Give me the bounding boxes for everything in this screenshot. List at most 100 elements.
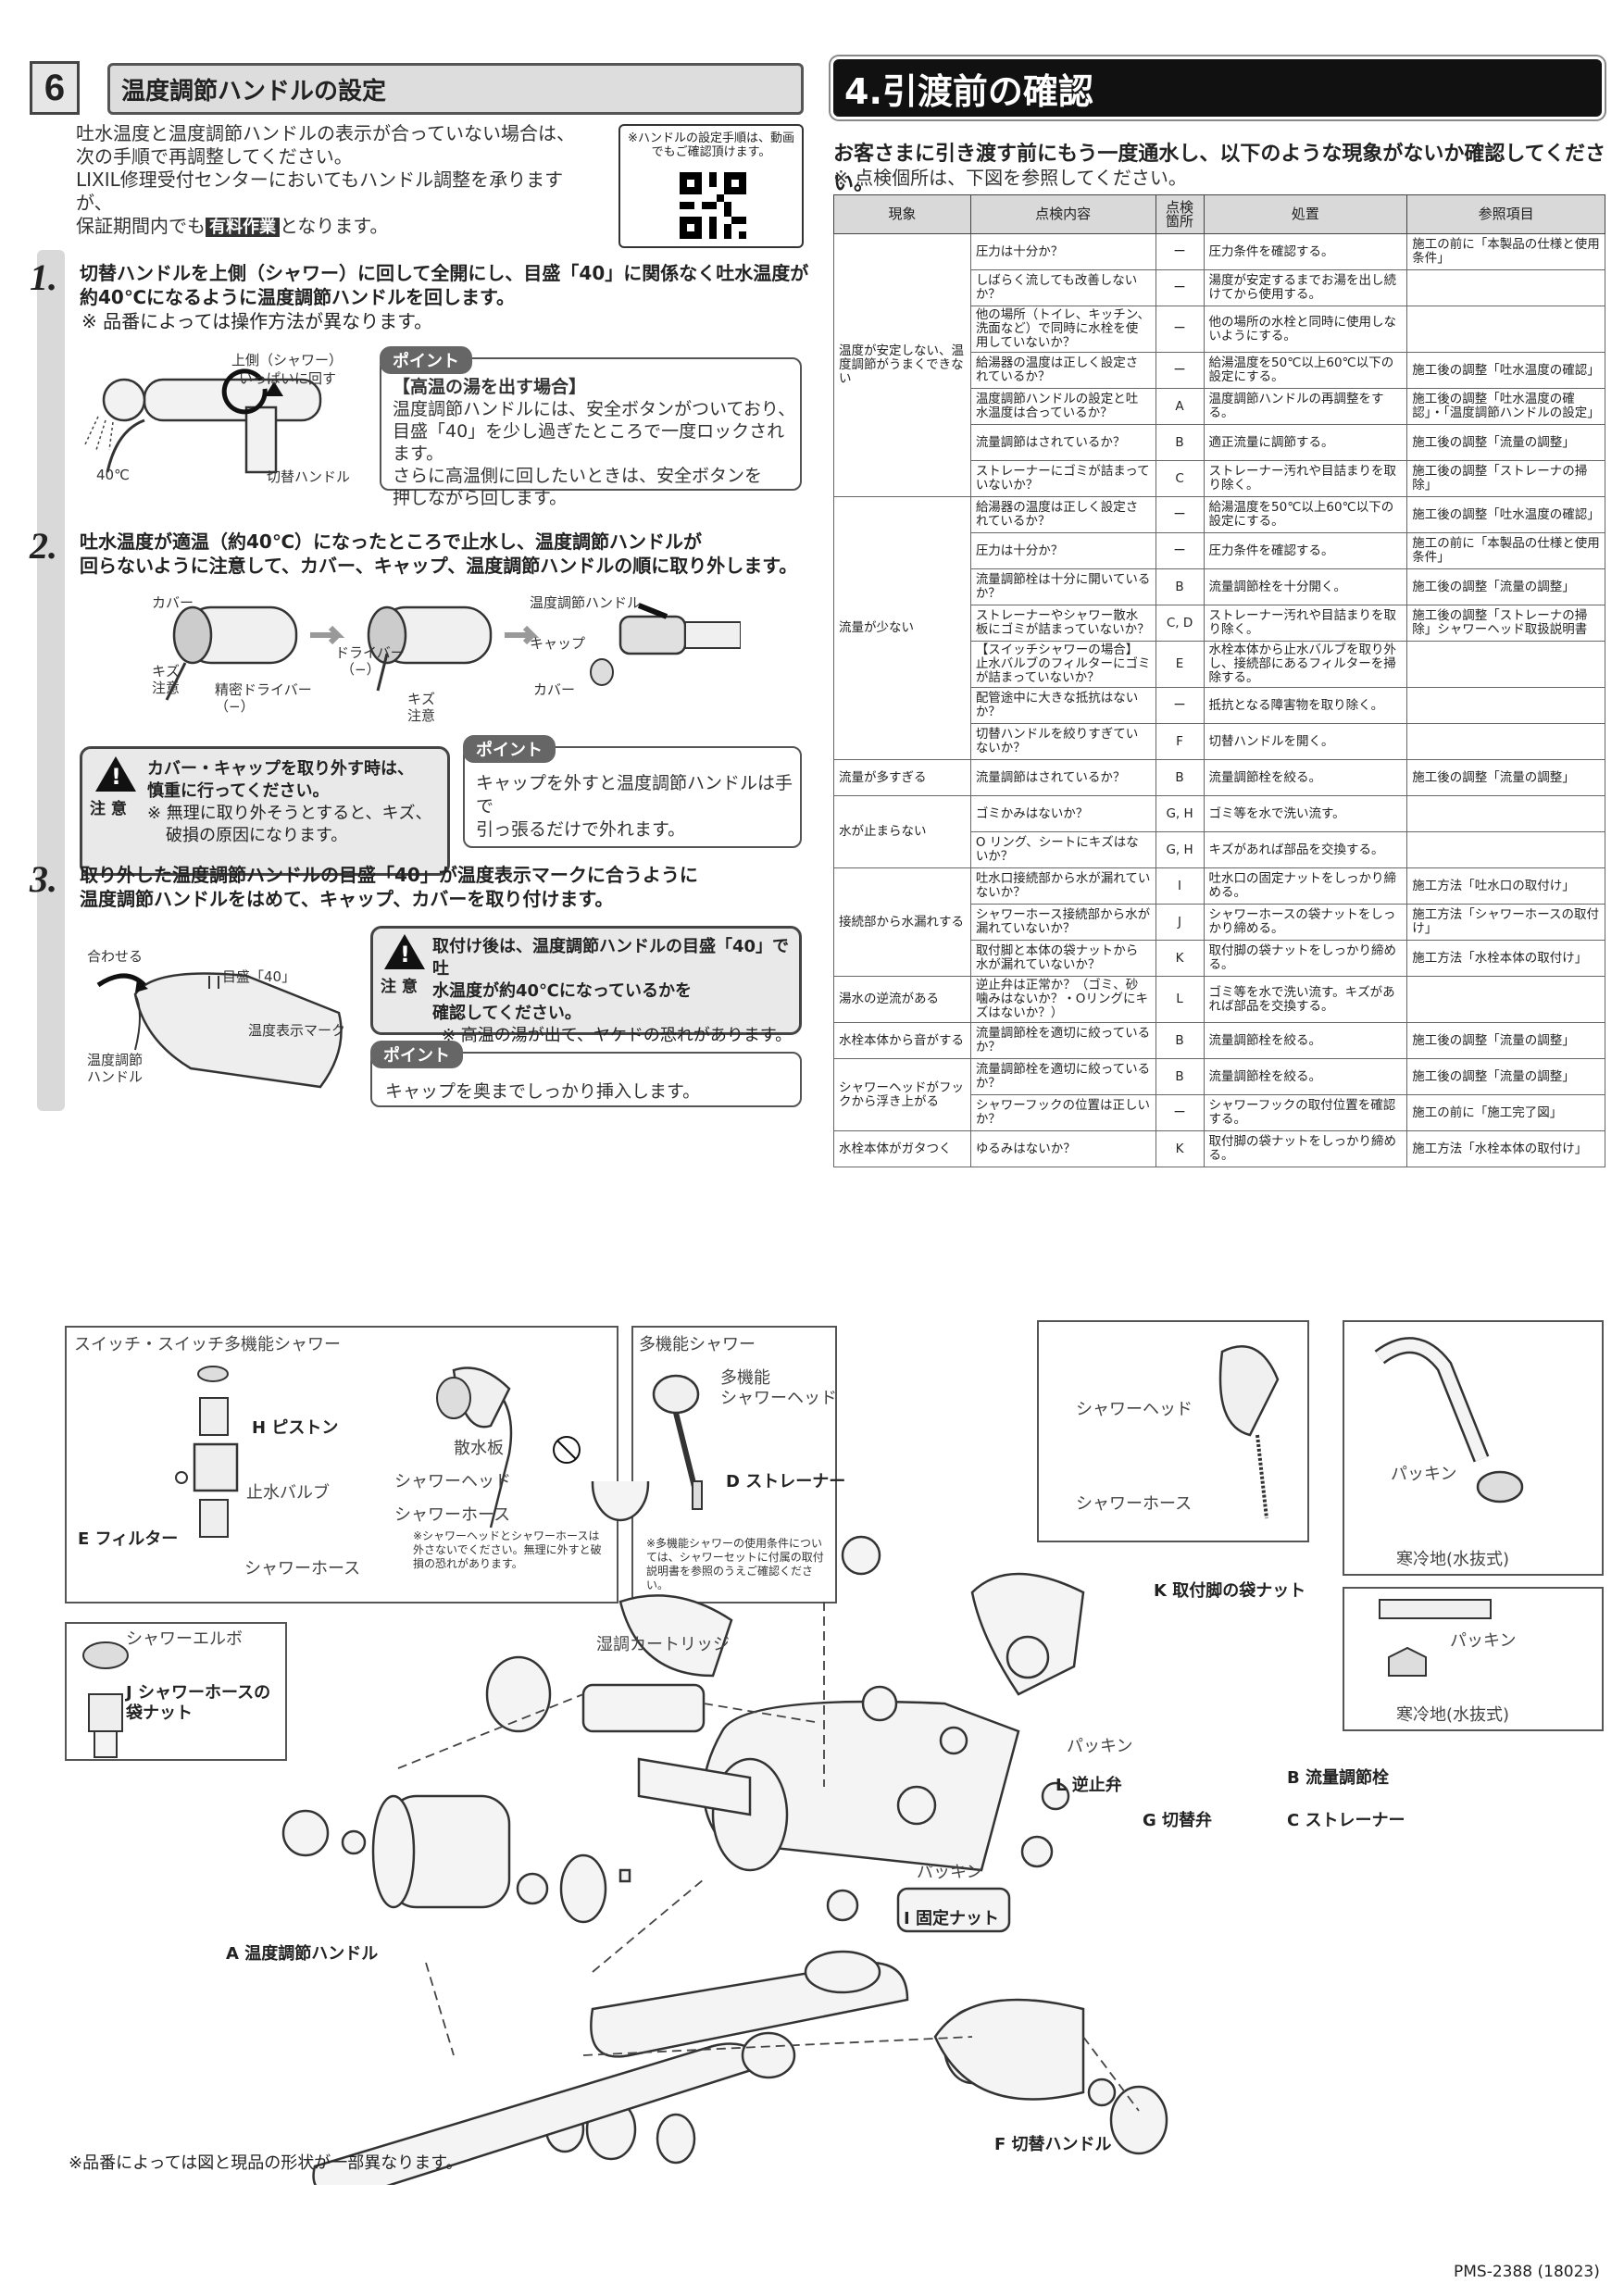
check-cell: しばらく流しても改善しないか？ bbox=[969, 269, 1156, 306]
cold-region-box-1 bbox=[1343, 1320, 1604, 1576]
exploded-faucet-drawing bbox=[281, 1481, 1168, 2185]
section-6-number: 6 bbox=[30, 61, 80, 115]
part-cell: B bbox=[1155, 759, 1205, 796]
check-cell: 逆止弁は正常か？（ゴミ、砂噛みはないか？・Oリングにキズはないか？） bbox=[969, 976, 1156, 1023]
check-cell: ストレーナーやシャワー散水板にゴミが詰まっていないか？ bbox=[969, 605, 1156, 642]
part-cell: ー bbox=[1155, 269, 1205, 306]
part-cell: ー bbox=[1155, 687, 1205, 724]
col-header: 参照項目 bbox=[1406, 194, 1605, 234]
fig3-align-label: 合わせる bbox=[87, 948, 144, 965]
faucet-figure-3 bbox=[96, 972, 343, 1089]
h-piston-label: H ピストン bbox=[252, 1418, 339, 1438]
action-cell: 流量調節栓を絞る。 bbox=[1203, 1022, 1408, 1059]
multi-shower-title: 多機能シャワー bbox=[639, 1335, 756, 1354]
part-cell: E bbox=[1155, 641, 1205, 688]
caution-box-2: 注 意 取付け後は、温度調節ハンドルの目盛「40」で吐 水温度が約40℃になって… bbox=[370, 926, 802, 1045]
warning-icon bbox=[95, 756, 136, 792]
document-number: PMS-2388 (18023) bbox=[1454, 2263, 1600, 2281]
stop-valve-label: 止水バルブ bbox=[246, 1483, 330, 1503]
multi-head-label-2: シャワーヘッド bbox=[720, 1389, 837, 1408]
check-cell: 【スイッチシャワーの場合】止水バルブのフィルターにゴミが詰まっていないか？ bbox=[969, 641, 1156, 688]
table-row: 圧力は十分か？ー圧力条件を確認する。施工の前に「本製品の仕様と使用条件」 bbox=[834, 532, 1605, 569]
section-6-title: 温度調節ハンドルの設定 bbox=[107, 63, 804, 115]
action-cell: 切替ハンドルを開く。 bbox=[1203, 723, 1408, 760]
paid-work-tag: 有料作業 bbox=[206, 218, 280, 237]
point-box-3: ポイント キャップを奥までしっかり挿入します。 bbox=[370, 1041, 802, 1107]
intro-line: 吐水温度と温度調節ハンドルの表示が合っていない場合は、 bbox=[76, 122, 575, 144]
fig2-driver2-label: ドライバー bbox=[335, 644, 405, 661]
fig2-handle-label: 温度調節ハンドル bbox=[530, 594, 642, 611]
check-cell: 取付脚と本体の袋ナットから水が漏れていないか？ bbox=[969, 940, 1156, 977]
phenomenon-cell: 湯水の逆流がある bbox=[833, 976, 971, 1023]
table-row: 流量が少ない給湯器の温度は正しく設定されているか？ー給湯温度を50℃以上60℃以… bbox=[833, 496, 1605, 760]
elbow-label: シャワーエルボ bbox=[126, 1629, 243, 1649]
ref-cell bbox=[1406, 831, 1605, 868]
check-cell: 流量調節はされているか？ bbox=[969, 759, 1156, 796]
qr-code-icon[interactable] bbox=[680, 172, 746, 239]
fig2-cap-label: キャップ bbox=[530, 635, 586, 652]
step-3-number: 3. bbox=[30, 858, 57, 900]
ref-cell bbox=[1406, 641, 1605, 688]
step-2-text: 吐水温度が適温（約40℃）になったところで止水し、温度調節ハンドルが 回らないよ… bbox=[80, 530, 798, 577]
action-cell: ゴミ等を水で洗い流す。キズがあれば部品を交換する。 bbox=[1203, 976, 1408, 1023]
check-cell: ゆるみはないか？ bbox=[969, 1130, 1156, 1167]
table-row: シャワーフックの位置は正しいか？ーシャワーフックの取付位置を確認する。施工の前に… bbox=[834, 1094, 1605, 1131]
cold-region-drawing-2 bbox=[1379, 1599, 1492, 1677]
action-cell: 吐水口の固定ナットをしっかり締める。 bbox=[1203, 867, 1408, 905]
ref-cell bbox=[1406, 269, 1605, 306]
fig2-driver-label: 精密ドライバー bbox=[215, 681, 312, 698]
ref-cell: 施工の前に「本製品の仕様と使用条件」 bbox=[1406, 532, 1605, 569]
packing-label-1: パッキン bbox=[1391, 1465, 1457, 1484]
fig2-minus-label: （−） bbox=[215, 698, 255, 715]
part-cell: ー bbox=[1155, 233, 1205, 270]
switch-note: ※シャワーヘッドとシャワーホースは外さないでください。無理に外すと破損の恐れがあ… bbox=[413, 1529, 602, 1570]
fig3-handle2-label: ハンドル bbox=[87, 1068, 144, 1085]
check-cell: 他の場所（トイレ、キッチン、洗面など）で同時に水栓を使用していないか？ bbox=[969, 306, 1156, 353]
action-cell: 適正流量に調節する。 bbox=[1203, 424, 1408, 461]
j-nut-label-2: 袋ナット bbox=[126, 1703, 193, 1723]
cold-region-drawing-1 bbox=[1374, 1337, 1524, 1504]
qr-box: ※ハンドルの設定手順は、動画でもご確認頂けます。 bbox=[618, 124, 804, 248]
b-flow-valve-label: B 流量調節栓 bbox=[1287, 1768, 1389, 1788]
table-row: しばらく流しても改善しないか？ー湯度が安定するまでお湯を出し続けてから使用する。 bbox=[834, 269, 1605, 306]
shower-hose-label-2: シャワーホース bbox=[394, 1505, 511, 1525]
d-strainer-label: D ストレーナー bbox=[726, 1472, 846, 1491]
ref-cell: 施工方法「水栓本体の取付け」 bbox=[1406, 940, 1605, 977]
multi-shower-drawing bbox=[652, 1374, 703, 1510]
col-header: 点検箇所 bbox=[1155, 194, 1205, 234]
part-cell: B bbox=[1155, 1058, 1205, 1095]
faucet-figure-1 bbox=[84, 368, 322, 474]
action-cell: 他の場所の水栓と同時に使用しないようにする。 bbox=[1203, 306, 1408, 353]
check-cell: シャワーホース接続部から水が漏れていないか？ bbox=[969, 904, 1156, 941]
fig3-scale-label: 目盛「40」 bbox=[222, 968, 296, 985]
step-3-text: 取り外した温度調節ハンドルの目盛「40」が温度表示マークに合うように 温度調節ハ… bbox=[80, 864, 698, 910]
action-cell: 圧力条件を確認する。 bbox=[1203, 233, 1408, 270]
ref-cell bbox=[1406, 976, 1605, 1023]
check-cell: 流量調節はされているか？ bbox=[969, 424, 1156, 461]
fig2-chui2-label: 注意 bbox=[407, 707, 436, 724]
j-nut-label-1: J シャワーホースの bbox=[126, 1683, 271, 1703]
check-cell: 温度調節ハンドルの設定と吐水温度は合っているか？ bbox=[969, 388, 1156, 425]
switch-shower-title: スイッチ・スイッチ多機能シャワー bbox=[74, 1335, 341, 1354]
fig2-minus2-label: （−） bbox=[341, 661, 381, 678]
check-cell: シャワーフックの位置は正しいか？ bbox=[969, 1094, 1156, 1131]
part-cell: F bbox=[1155, 723, 1205, 760]
box-head-label: シャワーヘッド bbox=[1076, 1400, 1193, 1419]
section-6-intro: 吐水温度と温度調節ハンドルの表示が合っていない場合は、 次の手順で再調整してくだ… bbox=[76, 122, 594, 239]
action-cell: ストレーナー汚れや目詰まりを取り除く。 bbox=[1203, 605, 1408, 642]
fig1-handle-label: 切替ハンドル bbox=[267, 468, 351, 485]
section-4-title: 4.引渡前の確認 bbox=[833, 59, 1602, 117]
check-cell: 流量調節栓を適切に絞っているか？ bbox=[969, 1022, 1156, 1059]
i-nut-label: I 固定ナット bbox=[904, 1909, 999, 1928]
box-hose-label: シャワーホース bbox=[1076, 1494, 1193, 1514]
fig2-cover2-label: カバー bbox=[533, 681, 576, 698]
ref-cell: 施工後の調整「流量の調整」 bbox=[1406, 568, 1605, 605]
